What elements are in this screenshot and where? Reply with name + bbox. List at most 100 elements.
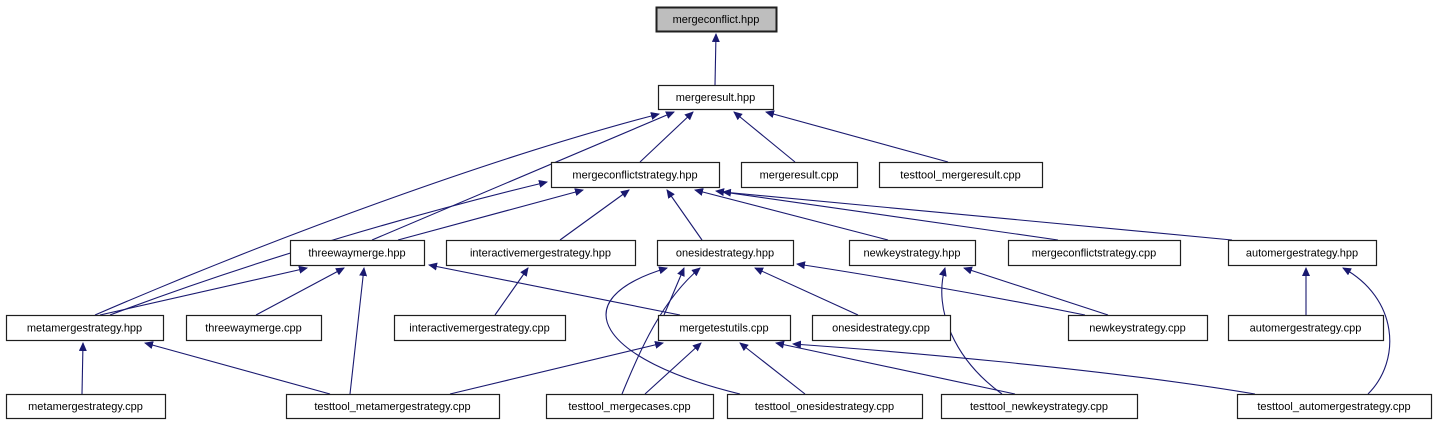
node-interactivemergestrategy_cpp[interactable]: interactivemergestrategy.cpp [393,314,567,342]
node-label-mergeconflictstrategy_cpp[interactable]: mergeconflictstrategy.cpp [1032,248,1157,260]
node-mergeconflictstrategy_cpp[interactable]: mergeconflictstrategy.cpp [1007,239,1182,267]
node-box-mergeconflictstrategy_hpp[interactable] [550,161,721,189]
edge-threewaymerge_cpp-to-threewaymerge_hpp [255,267,345,316]
node-box-interactivemergestrategy_cpp[interactable] [393,314,567,342]
node-label-mergeresult_hpp[interactable]: mergeresult.hpp [676,92,756,104]
node-testtool_metamergestrategy_cpp[interactable]: testtool_metamergestrategy.cpp [285,393,501,420]
edge-newkeystrategy_hpp-to-mergeconflictstrategy_hpp [694,188,889,241]
edge-metamergestrategy_cpp-to-metamergestrategy_hpp [78,342,87,395]
node-interactivemergestrategy_hpp[interactable]: interactivemergestrategy.hpp [445,239,637,267]
edge-onesidestrategy_hpp-to-mergeconflictstrategy_hpp [666,189,703,241]
node-label-newkeystrategy_hpp[interactable]: newkeystrategy.hpp [863,248,960,260]
edge-testtool_metamergestrategy_cpp-to-threewaymerge_hpp [349,267,368,395]
node-newkeystrategy_hpp[interactable]: newkeystrategy.hpp [848,239,977,267]
edge-testtool_automergestrategy_cpp-to-mergetestutils_cpp [792,340,1256,395]
node-box-newkeystrategy_cpp[interactable] [1067,314,1209,342]
node-label-newkeystrategy_cpp[interactable]: newkeystrategy.cpp [1089,323,1185,335]
edge-mergetestutils_cpp-to-threewaymerge_hpp [428,262,681,316]
node-testtool_mergecases_cpp[interactable]: testtool_mergecases.cpp [545,393,715,420]
node-label-mergeresult_cpp[interactable]: mergeresult.cpp [760,170,839,182]
node-threewaymerge_hpp[interactable]: threewaymerge.hpp [289,239,426,267]
node-testtool_onesidestrategy_cpp[interactable]: testtool_onesidestrategy.cpp [726,393,924,420]
node-automergestrategy_hpp[interactable]: automergestrategy.hpp [1227,239,1378,267]
node-label-mergeconflict_hpp[interactable]: mergeconflict.hpp [673,14,760,26]
node-box-mergeconflict_hpp[interactable] [655,6,778,33]
edge-metamergestrategy_hpp-to-threewaymerge_hpp [99,265,308,316]
node-label-metamergestrategy_hpp[interactable]: metamergestrategy.hpp [27,323,142,335]
node-box-metamergestrategy_hpp[interactable] [5,314,165,342]
node-label-threewaymerge_hpp[interactable]: threewaymerge.hpp [308,248,405,260]
edge-interactivemergestrategy_cpp-to-interactivemergestrategy_hpp [494,267,529,316]
node-label-metamergestrategy_cpp[interactable]: metamergestrategy.cpp [28,401,143,413]
node-box-mergeconflictstrategy_cpp[interactable] [1007,239,1182,267]
node-automergestrategy_cpp[interactable]: automergestrategy.cpp [1227,314,1385,342]
node-box-threewaymerge_cpp[interactable] [185,314,323,342]
node-box-onesidestrategy_hpp[interactable] [656,239,795,267]
edge-automergestrategy_hpp-to-mergeconflictstrategy_hpp [722,188,1233,241]
edge-testtool_newkeystrategy_cpp-to-newkeystrategy_hpp [938,267,1003,395]
node-box-interactivemergestrategy_hpp[interactable] [445,239,637,267]
node-label-testtool_metamergestrategy_cpp[interactable]: testtool_metamergestrategy.cpp [314,401,470,413]
node-box-mergetestutils_cpp[interactable] [657,314,792,342]
edge-testtool_onesidestrategy_cpp-to-onesidestrategy_hpp [605,266,741,395]
edge-testtool_metamergestrategy_cpp-to-mergetestutils_cpp [449,340,664,395]
node-box-mergeresult_hpp[interactable] [657,84,775,111]
node-label-interactivemergestrategy_hpp[interactable]: interactivemergestrategy.hpp [470,248,611,260]
edge-mergetestutils_cpp-to-onesidestrategy_hpp [663,267,685,316]
node-label-testtool_newkeystrategy_cpp[interactable]: testtool_newkeystrategy.cpp [970,401,1108,413]
edge-testtool_mergeresult_cpp-to-mergeresult_hpp [765,110,949,163]
edge-metamergestrategy_hpp-to-mergeconflictstrategy_hpp [109,179,548,316]
node-box-testtool_metamergestrategy_cpp[interactable] [285,393,501,420]
node-onesidestrategy_hpp[interactable]: onesidestrategy.hpp [656,239,795,267]
node-label-threewaymerge_cpp[interactable]: threewaymerge.cpp [205,323,302,335]
node-metamergestrategy_cpp[interactable]: metamergestrategy.cpp [5,393,167,420]
node-testtool_mergeresult_cpp[interactable]: testtool_mergeresult.cpp [878,161,1044,189]
edge-mergeconflictstrategy_hpp-to-mergeresult_hpp [639,111,694,163]
node-label-automergestrategy_hpp[interactable]: automergestrategy.hpp [1246,248,1358,260]
node-box-automergestrategy_cpp[interactable] [1227,314,1385,342]
node-box-testtool_onesidestrategy_cpp[interactable] [726,393,924,420]
node-box-mergeresult_cpp[interactable] [740,161,859,189]
edge-mergeresult_hpp-to-mergeconflict_hpp [711,33,720,86]
node-box-threewaymerge_hpp[interactable] [289,239,426,267]
node-mergeresult_cpp[interactable]: mergeresult.cpp [740,161,859,189]
node-testtool_newkeystrategy_cpp[interactable]: testtool_newkeystrategy.cpp [940,393,1139,420]
node-mergeconflictstrategy_hpp[interactable]: mergeconflictstrategy.hpp [550,161,721,189]
node-label-testtool_mergeresult_cpp[interactable]: testtool_mergeresult.cpp [900,170,1020,182]
node-box-onesidestrategy_cpp[interactable] [811,314,952,342]
node-label-onesidestrategy_cpp[interactable]: onesidestrategy.cpp [832,323,930,335]
edge-threewaymerge_hpp-to-mergeresult_hpp [371,111,675,241]
node-label-onesidestrategy_hpp[interactable]: onesidestrategy.hpp [676,248,774,260]
node-box-newkeystrategy_hpp[interactable] [848,239,977,267]
node-box-testtool_newkeystrategy_cpp[interactable] [940,393,1139,420]
edge-testtool_automergestrategy_cpp-to-automergestrategy_hpp [1342,267,1391,395]
node-metamergestrategy_hpp[interactable]: metamergestrategy.hpp [5,314,165,342]
node-label-mergeconflictstrategy_hpp[interactable]: mergeconflictstrategy.hpp [572,170,697,182]
node-box-metamergestrategy_cpp[interactable] [5,393,167,420]
edge-interactivemergestrategy_hpp-to-mergeconflictstrategy_hpp [559,189,630,241]
node-onesidestrategy_cpp[interactable]: onesidestrategy.cpp [811,314,952,342]
node-label-automergestrategy_cpp[interactable]: automergestrategy.cpp [1250,323,1362,335]
node-newkeystrategy_cpp[interactable]: newkeystrategy.cpp [1067,314,1209,342]
node-mergeconflict_hpp[interactable]: mergeconflict.hpp [655,6,778,33]
edge-threewaymerge_hpp-to-mergeconflictstrategy_hpp [397,188,584,241]
node-label-mergetestutils_cpp[interactable]: mergetestutils.cpp [679,323,768,335]
node-label-interactivemergestrategy_cpp[interactable]: interactivemergestrategy.cpp [409,323,549,335]
node-label-testtool_mergecases_cpp[interactable]: testtool_mergecases.cpp [568,401,690,413]
edge-testtool_metamergestrategy_cpp-to-metamergestrategy_hpp [144,341,331,395]
node-label-testtool_onesidestrategy_cpp[interactable]: testtool_onesidestrategy.cpp [755,401,894,413]
node-box-testtool_mergeresult_cpp[interactable] [878,161,1044,189]
node-threewaymerge_cpp[interactable]: threewaymerge.cpp [185,314,323,342]
node-box-automergestrategy_hpp[interactable] [1227,239,1378,267]
edge-newkeystrategy_cpp-to-newkeystrategy_hpp [963,266,1109,316]
node-label-testtool_automergestrategy_cpp[interactable]: testtool_automergestrategy.cpp [1257,401,1410,413]
node-box-testtool_mergecases_cpp[interactable] [545,393,715,420]
node-testtool_automergestrategy_cpp[interactable]: testtool_automergestrategy.cpp [1236,393,1433,420]
node-mergeresult_hpp[interactable]: mergeresult.hpp [657,84,775,111]
node-mergetestutils_cpp[interactable]: mergetestutils.cpp [657,314,792,342]
edge-onesidestrategy_cpp-to-onesidestrategy_hpp [754,267,859,316]
node-box-testtool_automergestrategy_cpp[interactable] [1236,393,1433,420]
edge-metamergestrategy_hpp-to-mergeresult_hpp [94,112,660,316]
edge-testtool_mergecases_cpp-to-mergetestutils_cpp [644,342,702,395]
